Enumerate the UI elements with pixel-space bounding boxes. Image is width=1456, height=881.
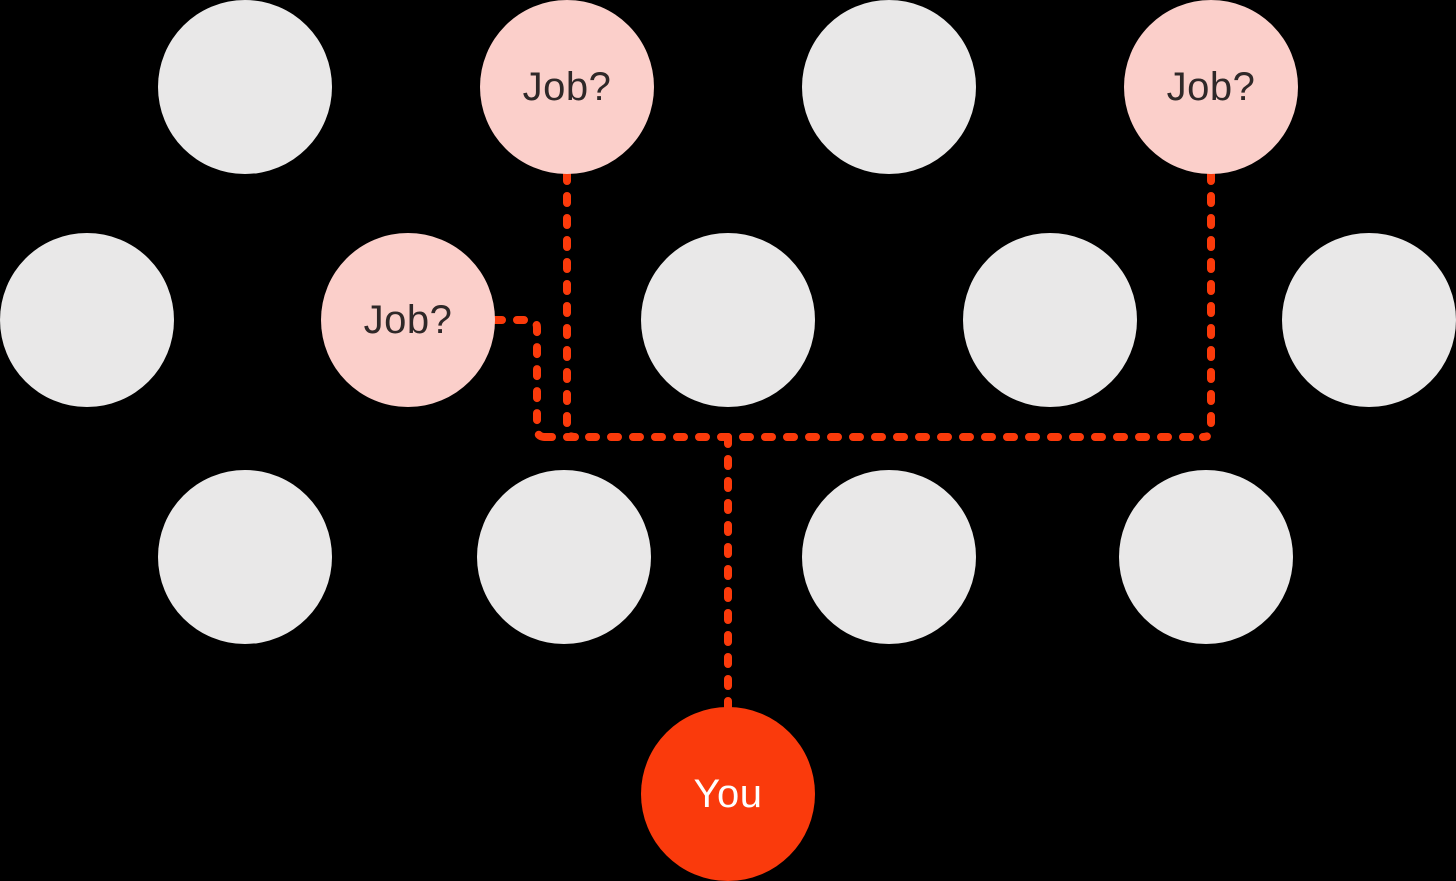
connection-path-edge-job-right xyxy=(1199,170,1215,441)
person-node xyxy=(963,233,1137,407)
person-node xyxy=(1282,233,1456,407)
person-node xyxy=(802,0,976,174)
connection-path-edge-job-mid xyxy=(491,316,549,441)
person-node xyxy=(0,233,174,407)
job-node-label: Job? xyxy=(522,65,612,109)
person-node xyxy=(1119,470,1293,644)
job-node-label: Job? xyxy=(1166,65,1256,109)
job-node-label: Job? xyxy=(363,298,453,342)
connection-path-edge-job-top xyxy=(563,170,579,441)
you-node-label: You xyxy=(693,772,763,816)
job-node: Job? xyxy=(1124,0,1298,174)
person-node xyxy=(802,470,976,644)
job-node: Job? xyxy=(321,233,495,407)
you-node: You xyxy=(641,707,815,881)
person-node xyxy=(158,0,332,174)
job-node: Job? xyxy=(480,0,654,174)
person-node xyxy=(477,470,651,644)
person-node xyxy=(641,233,815,407)
person-node xyxy=(158,470,332,644)
